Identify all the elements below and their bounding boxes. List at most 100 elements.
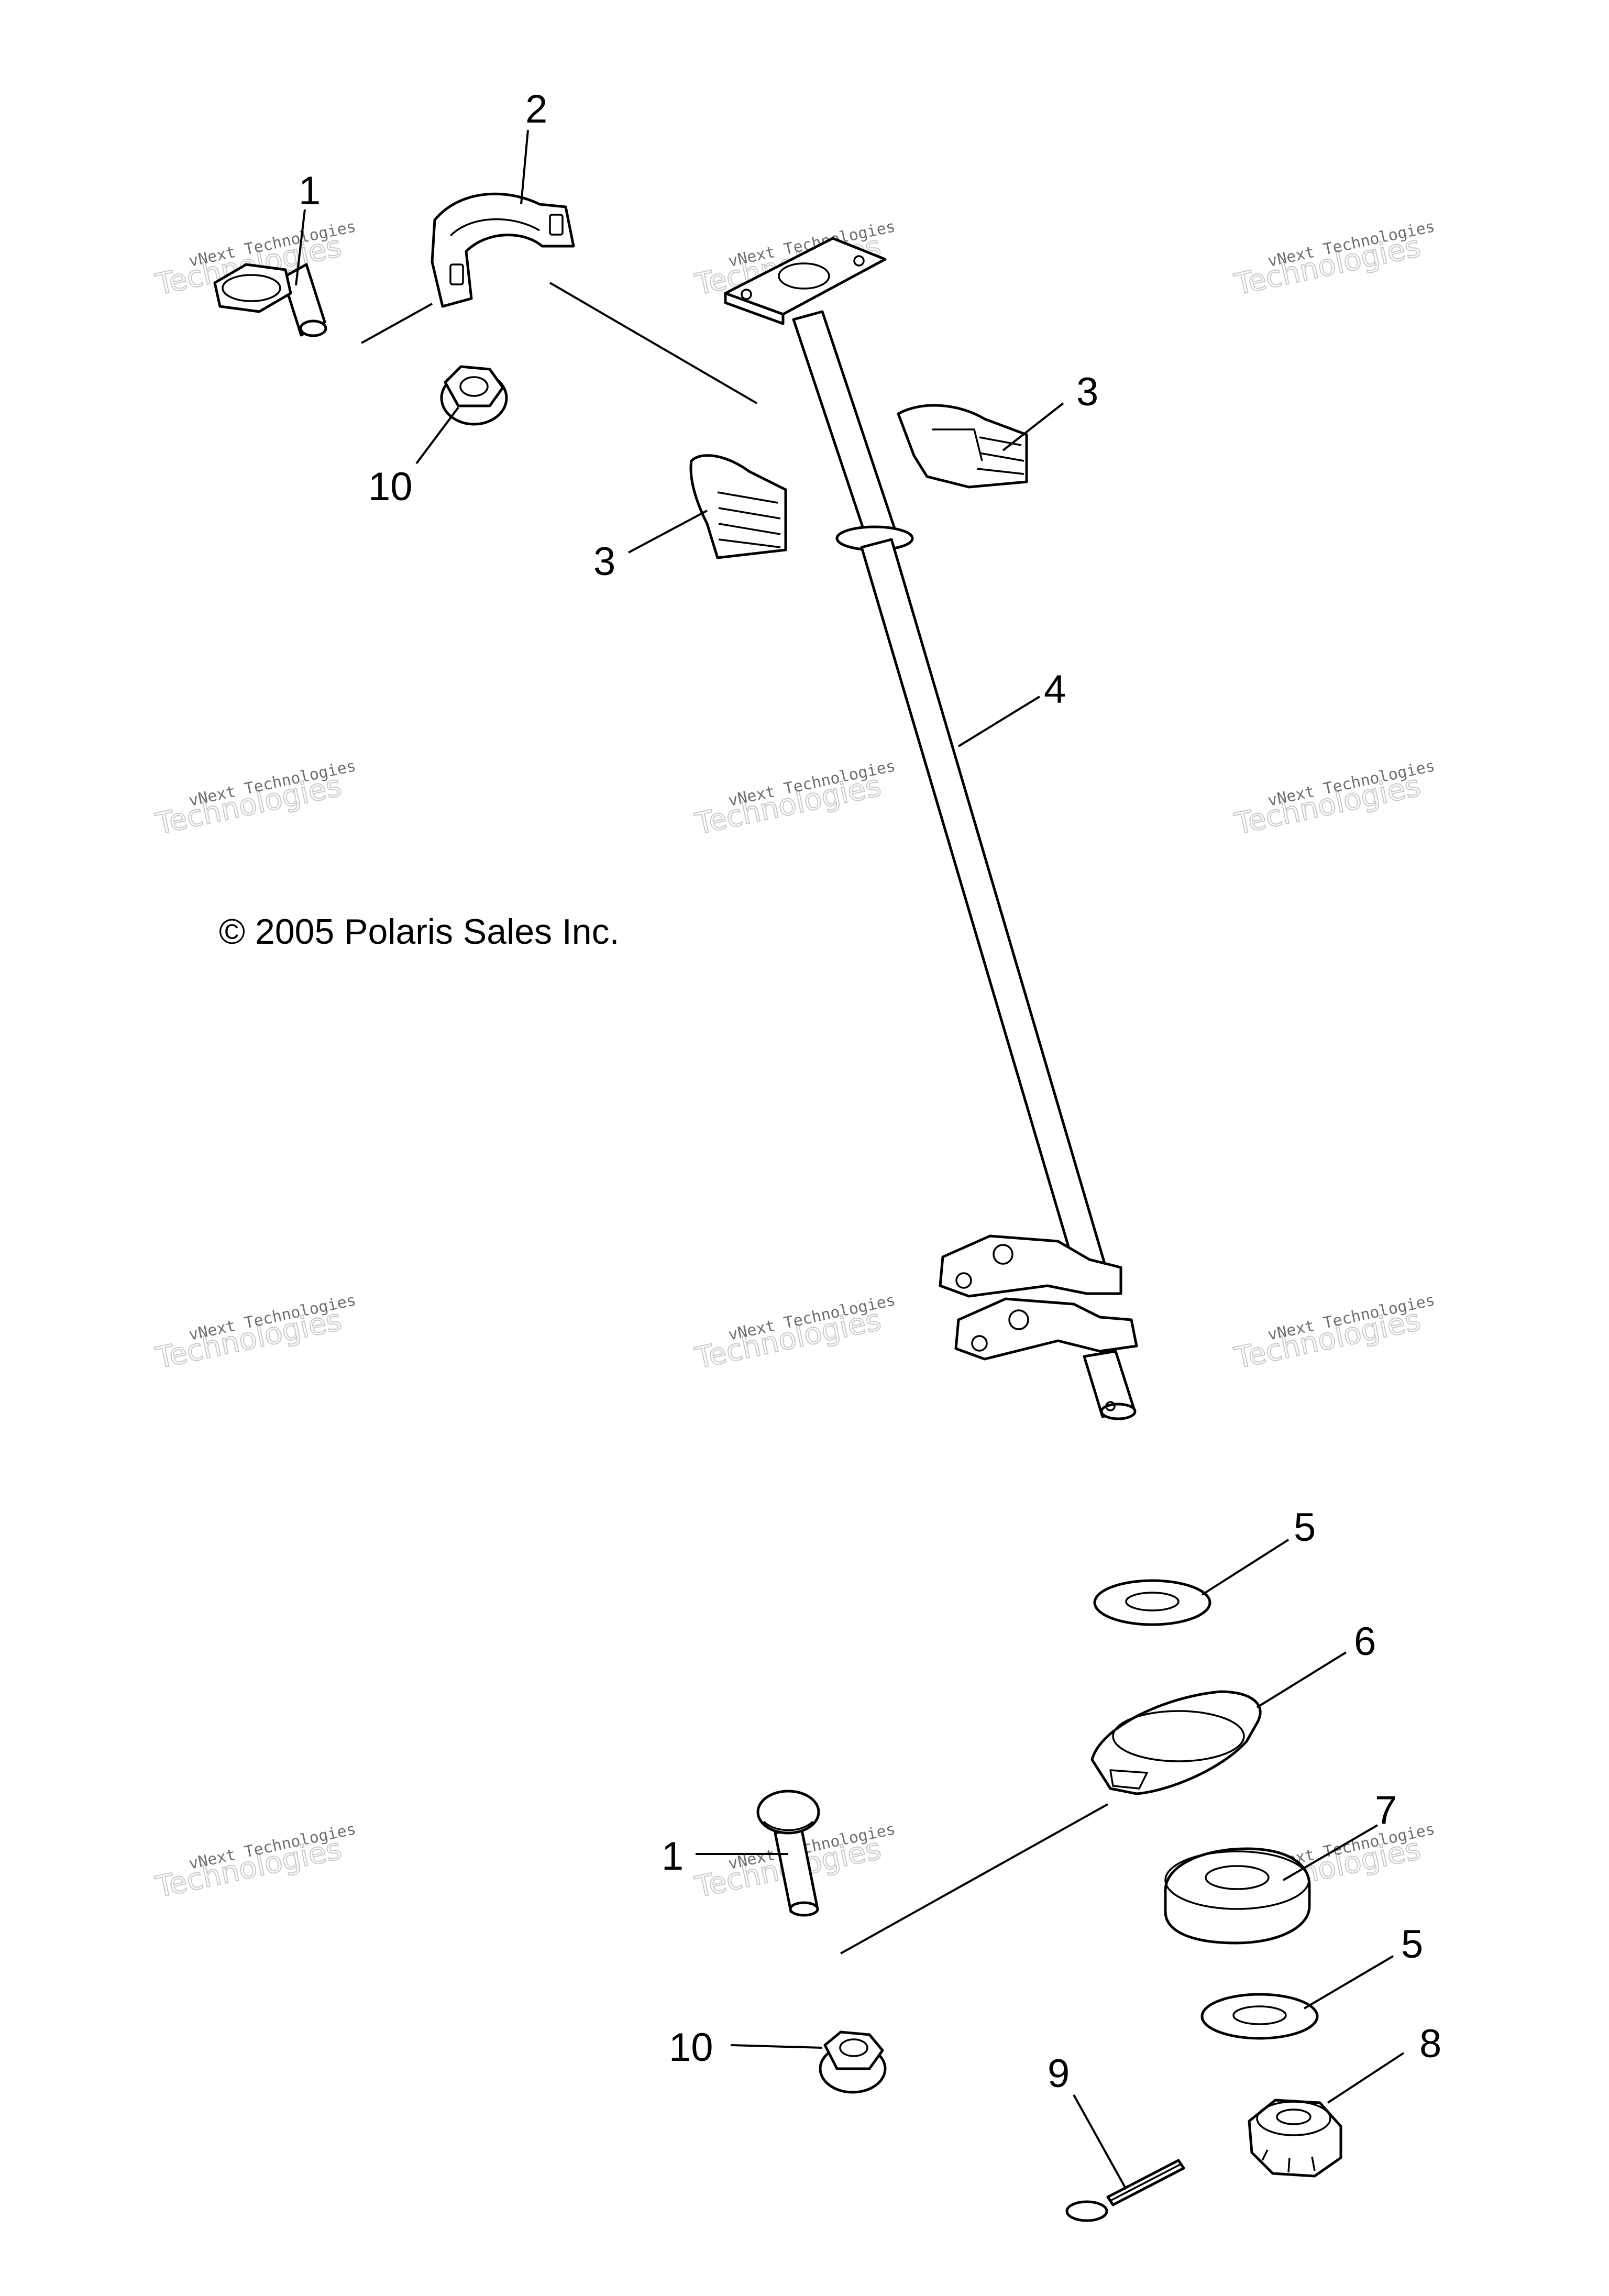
callout-5-lower: 5 — [1401, 1922, 1423, 1967]
bearing-body — [1090, 1690, 1262, 1795]
steering-post-upper-bracket — [939, 1234, 1122, 1298]
bushing-rib — [718, 538, 781, 548]
callout-3-left: 3 — [593, 539, 615, 584]
bolt-lower — [756, 1790, 820, 1917]
callout-7: 7 — [1375, 1788, 1397, 1833]
assembly-line-lower — [840, 1803, 1108, 1955]
bushing-rib — [979, 452, 1024, 462]
clamp-slot — [449, 263, 464, 285]
nut-bore — [839, 2038, 868, 2057]
clamp-inner-curve — [449, 218, 540, 237]
steering-post-bracket-hole — [993, 1244, 1013, 1265]
castle-nut-top — [1256, 2101, 1331, 2136]
steering-post-top-plate-edge — [724, 292, 785, 325]
bushing-left — [689, 454, 787, 559]
copyright-notice: © 2005 Polaris Sales Inc. — [219, 912, 620, 952]
bolt-head-face — [222, 274, 281, 302]
steering-post-upper-tube — [792, 310, 897, 541]
bushing-rib — [718, 523, 781, 535]
flange-nut-lower — [819, 2030, 887, 2094]
callout-10-lower: 10 — [669, 2025, 713, 2070]
callout-6: 6 — [1354, 1619, 1376, 1664]
leader-line-6 — [1256, 1651, 1347, 1708]
assembly-line-upper-left — [361, 303, 433, 344]
steering-post-lower-bracket — [954, 1297, 1138, 1361]
watermark: Technologies vNext Technologies — [152, 1820, 357, 1905]
castle-nut-slots — [1261, 2149, 1316, 2173]
bushing-right — [897, 404, 1028, 489]
spacer-body — [1164, 1847, 1311, 1945]
bolt-tip — [789, 1901, 819, 1917]
bushing-body — [689, 454, 787, 559]
callout-4: 4 — [1044, 667, 1066, 712]
steering-post-pin-hole — [1105, 1401, 1116, 1411]
nut-bore — [459, 376, 489, 397]
watermark: Technologies vNext Technologies — [152, 757, 357, 842]
bolt-upper — [213, 263, 327, 337]
callout-5-upper: 5 — [1294, 1505, 1316, 1550]
castle-nut-bore — [1276, 2109, 1312, 2125]
steering-post-plate-hole — [741, 289, 752, 300]
watermark: Technologies vNext Technologies — [152, 1291, 357, 1376]
bolt-head — [213, 263, 292, 313]
steering-post-bracket-hole — [955, 1272, 972, 1289]
leader-line-7 — [1282, 1824, 1379, 1881]
steering-post-bottom-end — [1100, 1403, 1137, 1420]
watermark: Technologies vNext Technologies — [1231, 757, 1436, 842]
clamp-body — [431, 192, 575, 308]
callout-3-right: 3 — [1076, 370, 1098, 414]
leader-line-2 — [520, 129, 529, 205]
spacer-top — [1164, 1850, 1310, 1910]
washer-inner — [1232, 2005, 1287, 2025]
leader-line-4 — [957, 696, 1041, 747]
leader-line-10-upper — [415, 406, 459, 465]
bolt-neck — [763, 1820, 814, 1831]
bearing-bore — [1112, 1710, 1245, 1762]
bearing — [1090, 1690, 1262, 1795]
leader-line-5-lower — [1303, 1955, 1394, 2010]
washer-inner — [1125, 1592, 1180, 1611]
bushing-rib — [718, 507, 781, 520]
steering-post — [724, 237, 1138, 1420]
steering-post-main-tube — [860, 538, 1112, 1293]
leader-line-10-lower — [730, 2044, 823, 2049]
bushing-rib — [717, 491, 778, 504]
steering-post-top-bore — [778, 262, 830, 290]
washer-lower — [1200, 1993, 1319, 2040]
bushing-body — [897, 404, 1028, 489]
spacer — [1164, 1847, 1311, 1945]
leader-line-3-right — [1002, 402, 1064, 451]
callout-1-lower: 1 — [662, 1834, 684, 1879]
watermark: Technologies vNext Technologies — [1231, 217, 1436, 303]
watermark: Technologies vNext Technologies — [691, 1291, 897, 1376]
spacer-bore — [1205, 1865, 1270, 1890]
nut-hex — [444, 365, 504, 407]
callout-2: 2 — [525, 87, 547, 131]
bearing-tab — [1109, 1769, 1148, 1790]
bushing-rib — [932, 428, 983, 461]
clamp-slot — [549, 214, 564, 236]
clamp — [431, 192, 575, 308]
callout-10-upper: 10 — [368, 465, 413, 509]
bushing-rib — [979, 436, 1022, 446]
leader-line-3-left — [628, 510, 708, 554]
castle-nut — [1248, 2099, 1342, 2178]
watermark: Technologies vNext Technologies — [691, 757, 897, 842]
leader-line-9 — [1073, 2094, 1127, 2190]
bolt-head — [756, 1790, 820, 1835]
callout-9: 9 — [1048, 2051, 1070, 2096]
flange-nut-upper — [440, 365, 508, 426]
callout-8: 8 — [1419, 2022, 1441, 2066]
cotter-pin-split — [1110, 2163, 1182, 2202]
steering-post-bracket-hole — [1008, 1309, 1029, 1330]
steering-post-bracket-hole — [971, 1335, 988, 1352]
steering-post-plate-hole — [853, 255, 865, 267]
washer-outer — [1093, 1579, 1211, 1626]
leader-line-8 — [1327, 2052, 1405, 2104]
assembly-line-upper-right — [549, 282, 758, 404]
cotter-pin — [1065, 2159, 1185, 2222]
washer-upper — [1093, 1579, 1211, 1626]
bolt-tip — [299, 319, 327, 337]
bushing-rib — [976, 468, 1024, 475]
